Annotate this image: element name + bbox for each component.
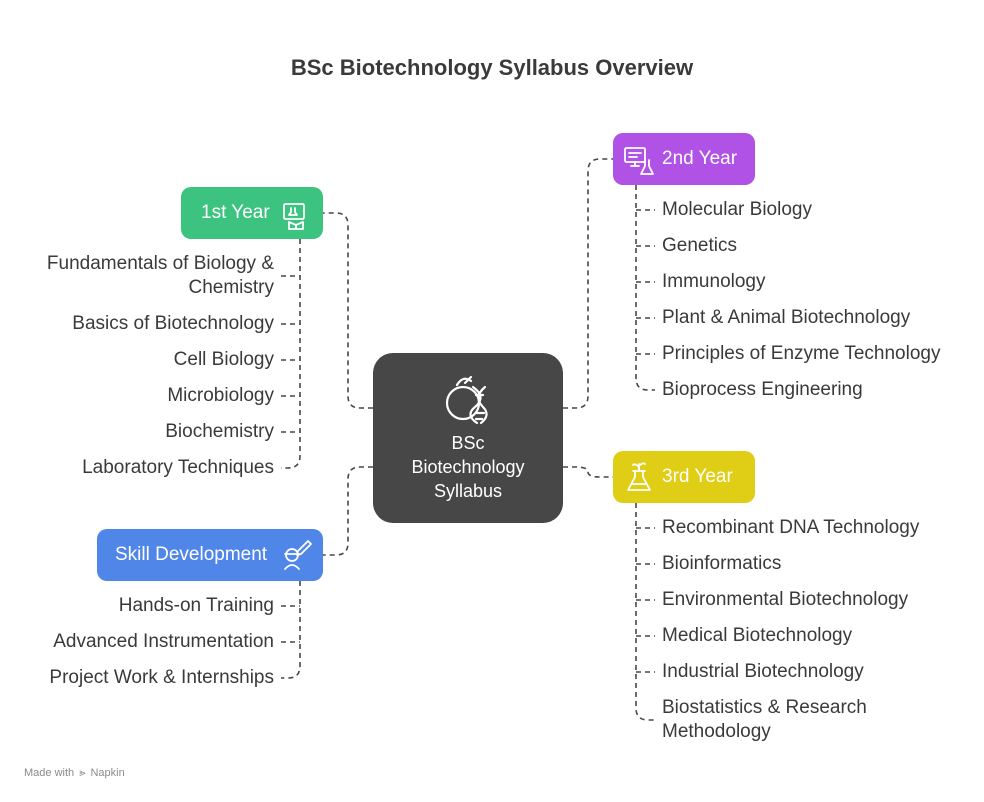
year2-item: Genetics <box>662 235 737 256</box>
year2-item: Principles of Enzyme Technology <box>662 343 941 364</box>
year2-item: Immunology <box>662 271 766 292</box>
computer-flask-icon <box>623 145 655 197</box>
dna-cell-icon <box>441 373 495 432</box>
year3-label: 3rd Year <box>662 466 733 487</box>
connector-year1 <box>323 212 373 409</box>
year2-item: Bioprocess Engineering <box>662 379 863 400</box>
diagram-title: BSc Biotechnology Syllabus Overview <box>290 55 694 80</box>
scientist-pen-icon <box>281 539 313 592</box>
footer-credit[interactable]: Made with ⪢ Napkin <box>24 767 125 780</box>
footer-prefix: Made with <box>24 767 75 779</box>
year3-item: Recombinant DNA Technology <box>662 517 920 538</box>
center-node[interactable]: BSc Biotechnology Syllabus <box>373 353 563 523</box>
year3-item: Environmental Biotechnology <box>662 589 909 610</box>
year1-item: Fundamentals of Biology & <box>46 253 274 274</box>
connector-skills <box>323 466 373 556</box>
year1-label: 1st Year <box>201 202 270 223</box>
connector-year3 <box>563 466 613 478</box>
year1-item: Biochemistry <box>165 421 274 442</box>
year1-node[interactable]: 1st Year <box>181 187 323 239</box>
skills-label: Skill Development <box>115 544 268 565</box>
year2-label: 2nd Year <box>662 148 738 169</box>
flask-plant-icon <box>625 461 653 514</box>
year3-node[interactable]: 3rd Year <box>613 451 755 503</box>
year2-item: Molecular Biology <box>662 199 812 220</box>
year1-item: Microbiology <box>167 385 274 406</box>
connector-year2 <box>563 158 613 409</box>
center-line: BSc <box>451 433 485 453</box>
year1-item: Cell Biology <box>173 349 274 370</box>
year1-item: Laboratory Techniques <box>82 457 274 478</box>
skills-item: Hands-on Training <box>118 595 274 616</box>
year1-item: Chemistry <box>188 277 274 298</box>
year3-item: Biostatistics & Research <box>662 697 867 718</box>
year3-item: Bioinformatics <box>662 553 782 574</box>
year2-node[interactable]: 2nd Year <box>613 133 755 185</box>
center-line: Syllabus <box>433 481 503 501</box>
napkin-logo-icon: ⪢ <box>79 767 86 779</box>
year3-item: Methodology <box>662 721 771 742</box>
year3-item: Industrial Biotechnology <box>662 661 864 682</box>
center-line: Biotechnology <box>411 457 525 477</box>
year1-item: Basics of Biotechnology <box>72 313 274 334</box>
center-label: BSc Biotechnology Syllabus <box>373 431 563 503</box>
microscope-book-icon <box>281 199 311 251</box>
footer-brand: Napkin <box>90 767 125 779</box>
skills-node[interactable]: Skill Development <box>97 529 323 581</box>
year3-item: Medical Biotechnology <box>662 625 853 646</box>
skills-item: Project Work & Internships <box>49 667 274 688</box>
year2-item: Plant & Animal Biotechnology <box>662 307 911 328</box>
skills-item: Advanced Instrumentation <box>53 631 274 652</box>
